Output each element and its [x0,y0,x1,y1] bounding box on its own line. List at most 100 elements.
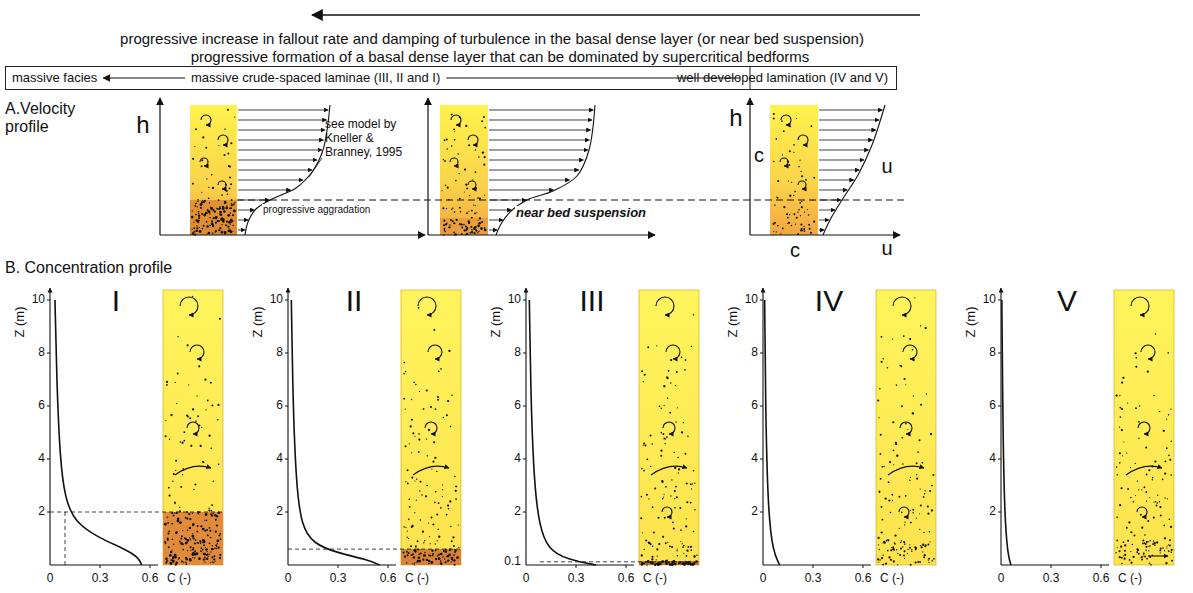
particle [201,204,203,206]
particle [177,373,179,375]
particle [1119,395,1120,396]
particle [208,232,210,234]
particle [881,466,883,468]
particle [478,222,481,225]
particle [192,210,193,211]
particle [181,535,183,537]
particle [799,160,800,161]
label: 10 [508,293,521,307]
particle [194,557,196,559]
particle [914,546,916,548]
particle [181,442,183,444]
particle [231,199,233,201]
particle [221,224,222,225]
particle [670,495,671,496]
particle [912,412,914,414]
particle [222,206,224,208]
particle [221,194,223,196]
particle [642,532,643,533]
particle [440,560,442,562]
particle [667,559,668,560]
particle [671,479,672,480]
particle [459,207,461,209]
particle [182,474,183,475]
particle [1124,544,1126,546]
particle [478,231,479,232]
tick [47,406,50,407]
particle [409,506,411,508]
particle [450,526,452,528]
particle [907,549,909,551]
particle [927,543,929,545]
facies-label: well developed lamination (IV and V) [677,71,888,85]
particle [422,531,424,533]
particle [1141,527,1143,529]
particle [208,211,210,213]
particle [171,523,173,525]
particle [788,181,789,182]
particle [1130,497,1132,499]
particle [195,420,196,421]
particle [644,549,645,550]
particle [899,554,901,556]
particle [686,518,687,519]
particle [809,228,811,230]
particle [1135,495,1136,496]
particle [443,159,444,160]
flow-column [1114,290,1174,565]
particle [664,517,666,519]
particle [483,164,485,166]
particle [405,408,406,409]
tick [47,353,50,354]
label: 0.6 [855,572,872,586]
particle [447,504,449,506]
particle [475,230,477,232]
particle [440,562,442,564]
particle [428,560,430,562]
tick [760,300,763,301]
particle [407,483,409,485]
particle [451,558,453,560]
particle [213,562,215,564]
particle [447,559,449,561]
particle [890,512,892,514]
particle [189,537,190,538]
particle [192,552,194,554]
particle [206,221,208,223]
particle [230,212,232,214]
particle [446,148,448,150]
particle [895,443,897,445]
tick [285,459,288,460]
particle [420,519,422,521]
particle [418,433,420,435]
particle [416,478,417,479]
particle [191,535,194,538]
particle [215,544,217,546]
particle [1164,460,1166,462]
particle [1147,520,1149,522]
particle [189,417,191,419]
particle [479,198,481,200]
particle [224,201,227,204]
particle [465,184,467,186]
particle [1169,459,1171,461]
particle [203,544,205,546]
particle [883,542,884,543]
particle [1141,559,1143,561]
particle [650,435,652,437]
particle [657,563,659,565]
label: 4 [38,452,45,466]
particle [215,519,217,521]
particle [204,540,205,541]
particle [192,183,194,185]
particle [212,513,214,515]
velocity-arrow [819,220,829,221]
particle [215,230,217,232]
particle [882,358,884,360]
particle [220,538,222,540]
particle [174,503,175,504]
eddy-arrow [187,422,199,434]
particle [1168,544,1169,545]
particle [877,537,879,539]
particle [920,404,922,406]
